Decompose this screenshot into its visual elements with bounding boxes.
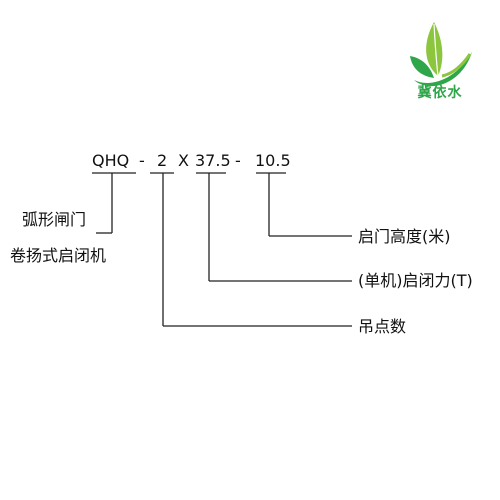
label-lift-points: 吊点数 [358,317,407,336]
label-type-line2: 卷扬式启闭机 [10,246,107,265]
leaf-logo-icon [410,22,472,87]
label-force: (单机)启闭力(T) [358,271,473,290]
logo-text: 冀依水 [417,85,463,101]
code-dash-1: - [139,151,145,170]
code-height: 10.5 [255,151,291,170]
code-force: 37.5 [195,151,231,170]
code-prefix: QHQ [92,151,130,170]
code-lift-points: 2 [157,151,168,170]
code-times: X [178,151,189,170]
code-dash-2: - [235,151,241,170]
label-type-line1: 弧形闸门 [22,210,87,229]
label-height: 启门高度(米) [358,227,451,246]
